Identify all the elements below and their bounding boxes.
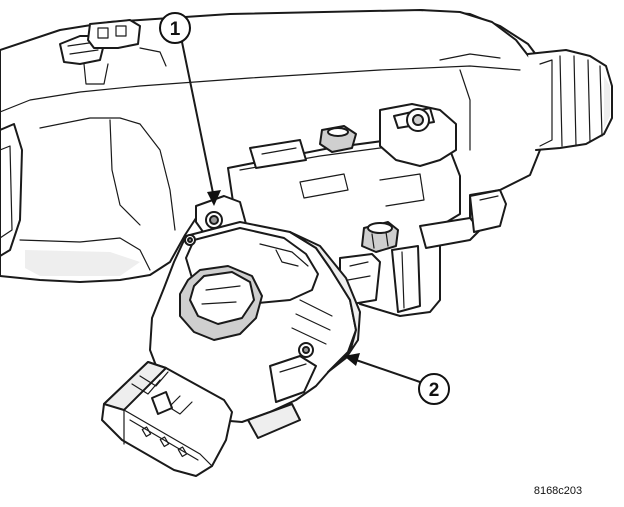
callout-2-arrowhead	[344, 353, 360, 366]
mounting-bracket	[227, 103, 507, 317]
callout-2-number: 2	[429, 380, 440, 401]
callout-1-arrowhead	[207, 190, 221, 206]
callout-2-leader	[355, 359, 421, 383]
figure-id-label: 8168c203	[534, 485, 582, 497]
callout-1-leader	[181, 41, 215, 199]
callout-2: 2	[344, 353, 450, 405]
ignition-switch-module	[149, 195, 361, 439]
callout-1: 1	[159, 12, 221, 206]
callout-2-circle	[418, 373, 450, 405]
wiring-connector	[101, 361, 233, 477]
column-shaft	[527, 49, 613, 151]
callout-1-number: 1	[170, 19, 181, 40]
callout-1-circle	[159, 12, 191, 44]
